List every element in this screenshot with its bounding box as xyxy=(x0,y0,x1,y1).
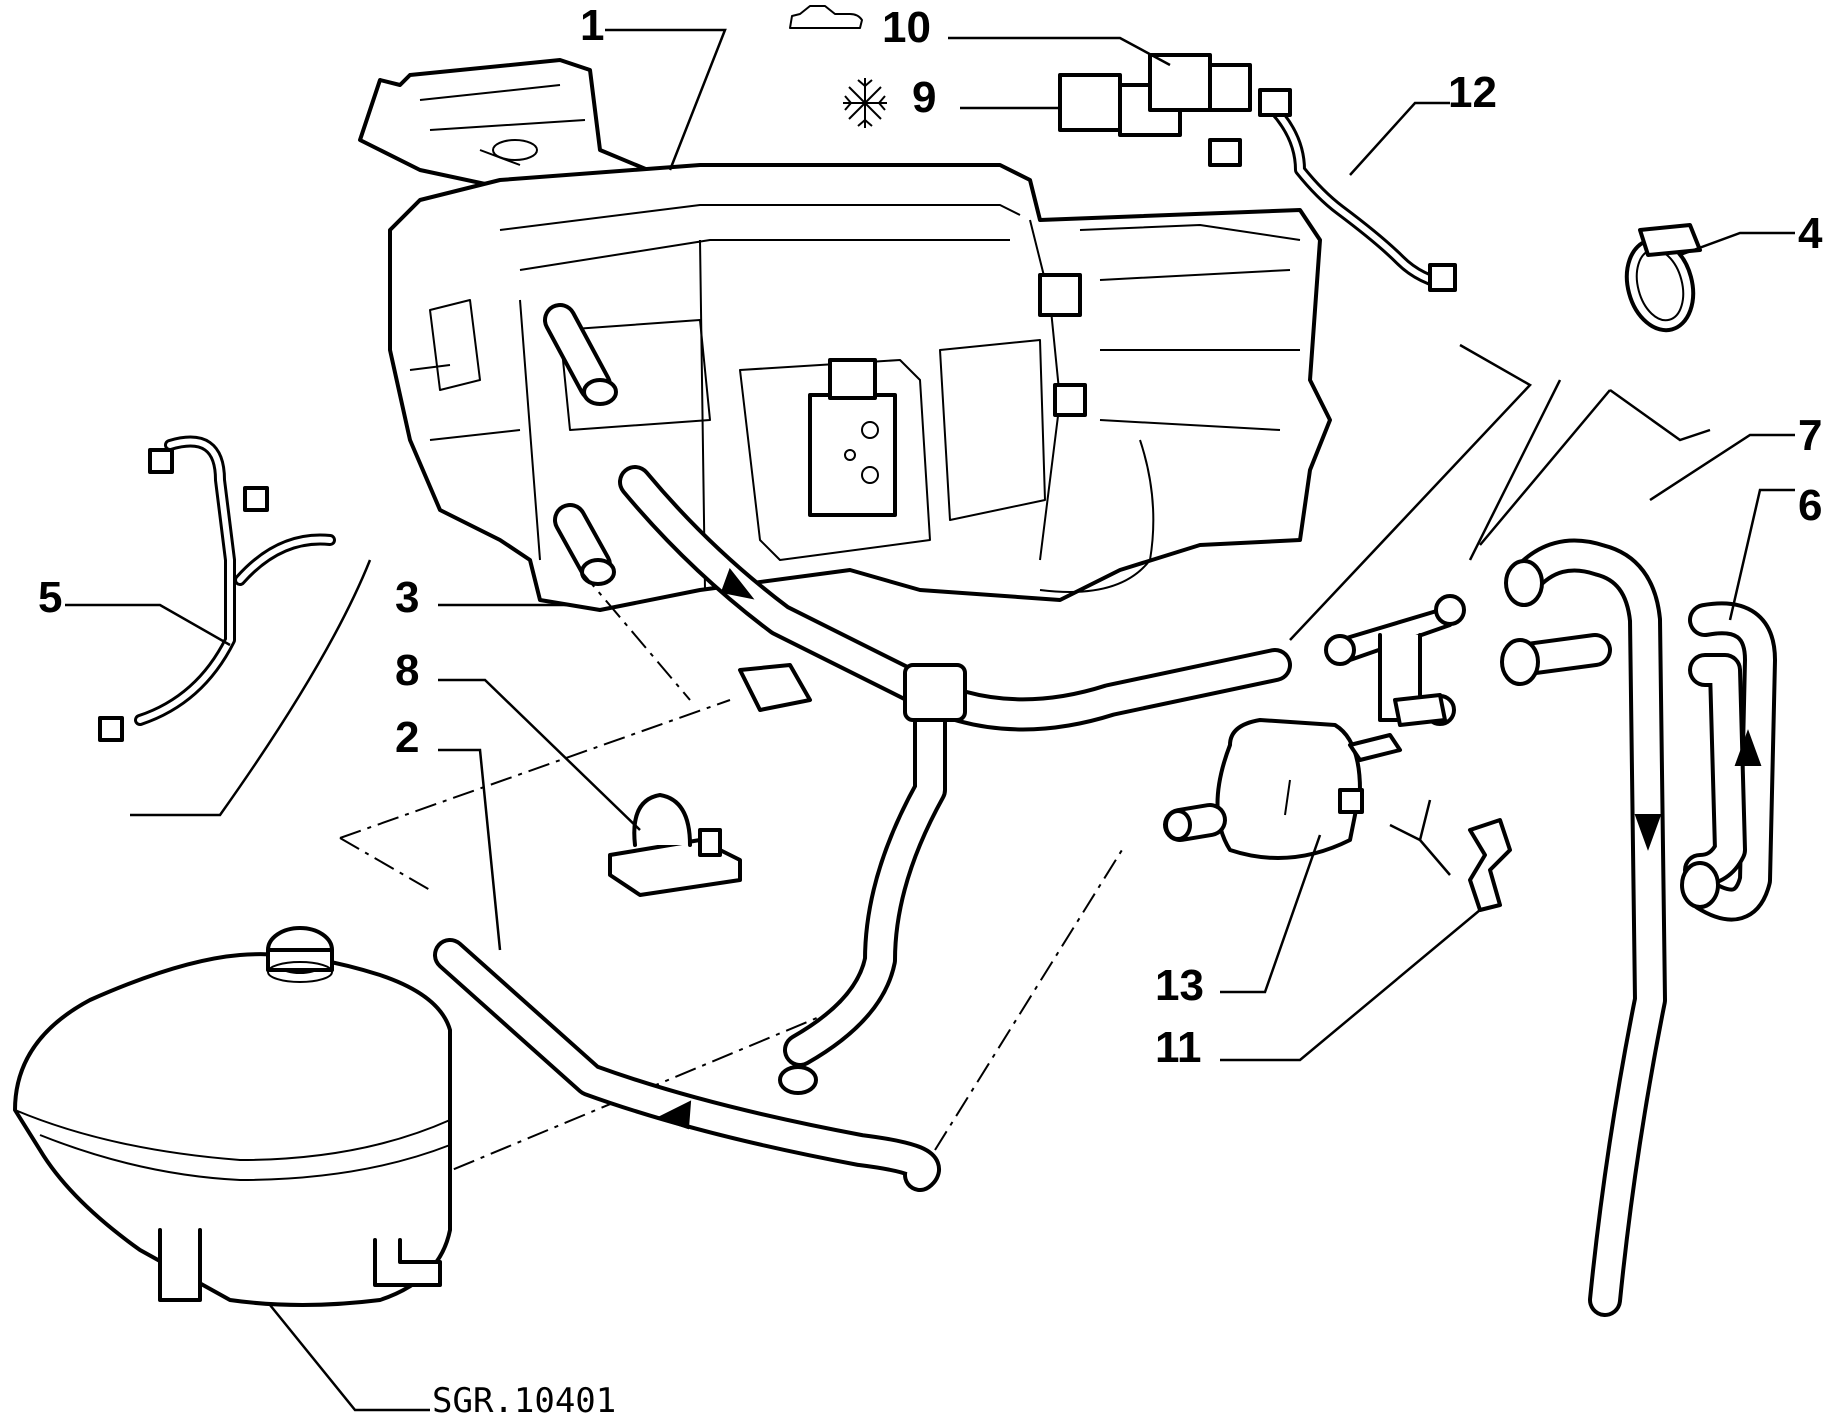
callout-12: 12 xyxy=(1448,68,1497,117)
callout-7: 7 xyxy=(1798,411,1822,460)
heater-unit-assembly xyxy=(358,58,1332,712)
relays-9-10 xyxy=(1058,53,1252,137)
flow-arrow-icon xyxy=(1734,729,1762,766)
snowflake-icon xyxy=(843,78,887,128)
callout-labels: 1 10 9 12 4 7 6 5 3 8 2 13 11 SGR.10401 xyxy=(38,1,1823,1421)
callout-13: 13 xyxy=(1155,961,1204,1010)
water-valve-13 xyxy=(1163,718,1402,860)
hose-7 xyxy=(1500,538,1667,1317)
callout-10: 10 xyxy=(882,3,931,52)
callout-8: 8 xyxy=(395,646,419,695)
callout-5: 5 xyxy=(38,573,62,622)
sensor-cable-12 xyxy=(1208,88,1457,292)
hose-3 xyxy=(618,465,1292,1095)
pipe-connector xyxy=(1324,594,1466,727)
clip-11 xyxy=(1468,818,1512,912)
leader-lines xyxy=(65,28,1795,1412)
callout-4: 4 xyxy=(1798,209,1823,258)
expansion-tank xyxy=(13,926,452,1307)
callout-6: 6 xyxy=(1798,481,1822,530)
callout-2: 2 xyxy=(395,713,419,762)
flow-arrow-icon xyxy=(1634,814,1662,851)
callout-9: 9 xyxy=(912,73,936,122)
wiring-harness-5 xyxy=(98,435,336,742)
car-icon xyxy=(789,5,863,29)
callout-1: 1 xyxy=(580,1,604,50)
callout-11: 11 xyxy=(1155,1023,1202,1072)
callout-3: 3 xyxy=(395,573,419,622)
hose-6 xyxy=(1680,601,1777,922)
flow-arrow-icon xyxy=(655,1100,692,1130)
hose-2 xyxy=(433,938,941,1192)
flow-arrow-icon xyxy=(720,567,755,600)
clip-ring-4 xyxy=(1624,223,1702,333)
drawing-reference: SGR.10401 xyxy=(432,1381,616,1421)
clamp-bracket-8 xyxy=(608,793,742,897)
